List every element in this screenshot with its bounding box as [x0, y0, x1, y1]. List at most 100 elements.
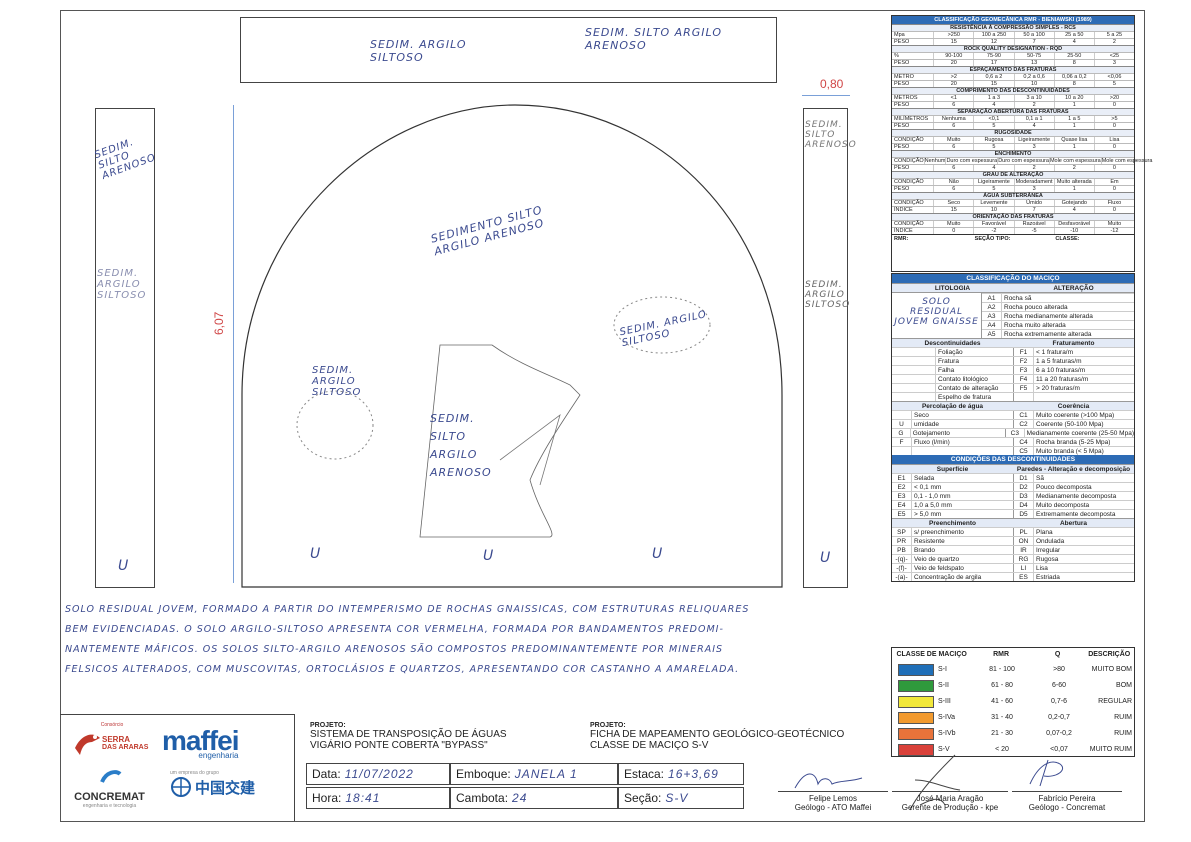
description-line-1: SOLO RESIDUAL JOVEM, FORMADO A PARTIR DO… — [65, 604, 750, 615]
rmr-cell: 5 — [1093, 81, 1134, 87]
lito-value: SOLO RESIDUAL JOVEM GNAISSE — [892, 293, 982, 338]
field-estaca[interactable]: Estaca:16+3,69 — [618, 763, 744, 785]
coer-code: C2 — [1014, 420, 1034, 428]
rmr-cell: 0,2 a 0,6 — [1013, 74, 1054, 80]
perc-code: G — [892, 429, 911, 437]
field-data[interactable]: Data:11/07/2022 — [306, 763, 450, 785]
rmr-cell: 5 a 25 — [1093, 32, 1134, 38]
alt-desc: Rocha pouco alterada — [1004, 304, 1068, 311]
china-name: 中国交建 — [195, 779, 256, 797]
rmr-cell: 0 — [1093, 165, 1134, 171]
desc-name: Foliação — [936, 348, 1014, 356]
maffei-name: maffei — [162, 725, 239, 756]
par-desc: Sã — [1036, 475, 1044, 482]
par-desc: Medianamente decomposta — [1036, 493, 1117, 500]
rmr-cell: 15 — [933, 39, 973, 45]
rmr-cell: Quase lisa — [1053, 137, 1094, 143]
rmr-cell: 1 — [1053, 144, 1094, 150]
abe-desc: Plana — [1036, 529, 1053, 536]
rmr-cell: 15 — [973, 81, 1013, 87]
left-wall-box — [95, 108, 155, 588]
rmr-cell: 6 — [933, 123, 973, 129]
frat-desc: 11 a 20 fraturas/m — [1036, 376, 1089, 383]
rmr-cell: MILÍMETROS — [894, 116, 929, 122]
class-desc: MUITO RUIM — [1089, 746, 1132, 753]
rmr-cell: CONDIÇÃO — [894, 179, 924, 185]
field-emboque[interactable]: Emboque:JANELA 1 — [450, 763, 618, 785]
class-q: 0,7-6 — [1051, 698, 1067, 705]
rmr-cell: <25 — [1093, 53, 1134, 59]
rmr-cell: 5 — [973, 144, 1013, 150]
china-sub: um empresa do grupo — [170, 770, 219, 776]
class-q: 0,2-0,7 — [1048, 714, 1070, 721]
frat-code: F4 — [1014, 375, 1034, 383]
coer-label: Coerência — [1057, 403, 1090, 410]
perc-label: Percolação de água — [921, 403, 984, 410]
field-cambota[interactable]: Cambota:24 — [450, 787, 618, 809]
face-u-3: U — [652, 546, 664, 562]
class-name: S-IVa — [938, 714, 955, 721]
class-color — [898, 744, 934, 756]
hora-value: 18:41 — [345, 791, 381, 805]
face-u-1: U — [310, 546, 322, 562]
emboque-value: JANELA 1 — [514, 767, 578, 781]
rmr-cell: 10 a 20 — [1053, 95, 1094, 101]
secao-value: S-V — [665, 791, 689, 805]
desc-symbol — [892, 366, 936, 374]
rmr-cell: CONDIÇÃO — [894, 221, 924, 227]
field-hora[interactable]: Hora:18:41 — [306, 787, 450, 809]
alt-desc: Rocha medianamente alterada — [1004, 313, 1093, 320]
left-wall-u: U — [118, 558, 130, 574]
width-dimension: 0,80 — [820, 77, 844, 91]
class-desc: RUIM — [1114, 714, 1132, 721]
rmr-cell: 2 — [1013, 102, 1054, 108]
class-header-cell: RMR — [993, 651, 1010, 658]
par-desc: Pouco decomposta — [1036, 484, 1092, 491]
rmr-cell: Levemente — [973, 200, 1013, 206]
hora-label: Hora: — [312, 791, 342, 805]
class-color — [898, 696, 934, 708]
data-value: 11/07/2022 — [344, 767, 414, 781]
rmr-cell: Nenhuma — [933, 116, 973, 122]
desc-name: Contato de alteração — [936, 384, 1014, 392]
frat-code: F1 — [1014, 348, 1034, 356]
class-q: 6-60 — [1051, 682, 1066, 689]
rmr-cell: 13 — [1013, 60, 1054, 66]
rmr-cell: PESO — [894, 144, 910, 150]
rmr-cell: 0 — [1093, 102, 1134, 108]
class-rmr: 41 - 60 — [991, 698, 1013, 705]
rmr-cell: 6 — [933, 144, 973, 150]
perc-code — [892, 447, 912, 455]
signature-2-role: Gerente de Produção - kpe — [901, 803, 999, 812]
coer-desc: Coerente (50-100 Mpa) — [1036, 421, 1104, 428]
desc-symbol — [892, 348, 936, 356]
project-line-2: VIGÁRIO PONTE COBERTA "BYPASS" — [310, 740, 488, 751]
rmr-cell: Muito — [933, 221, 973, 227]
rmr-cell: 10 — [1013, 81, 1054, 87]
frat-desc: > 20 fraturas/m — [1036, 385, 1080, 392]
rmr-cell: <0,1 — [973, 116, 1013, 122]
project-line-1: SISTEMA DE TRANSPOSIÇÃO DE ÁGUAS — [310, 729, 507, 740]
frat-desc: 1 a 5 fraturas/m — [1036, 358, 1082, 365]
field-secao[interactable]: Seção:S-V — [618, 787, 744, 809]
rmr-cell: Mpa — [894, 32, 905, 38]
perc-header: Percolação de água Coerência — [892, 401, 1134, 410]
desc-row: Espelho de fratura — [892, 392, 1134, 401]
rmr-cell: 1 a 5 — [1053, 116, 1094, 122]
frat-desc: 6 a 10 fraturas/m — [1036, 367, 1086, 374]
cond-title: CONDIÇÕES DAS DESCONTINUIDADES — [892, 455, 1134, 464]
abe-code: PL — [1014, 528, 1034, 536]
perc-desc: Fluxo (l/min) — [912, 438, 1014, 446]
frat-code: F2 — [1014, 357, 1034, 365]
